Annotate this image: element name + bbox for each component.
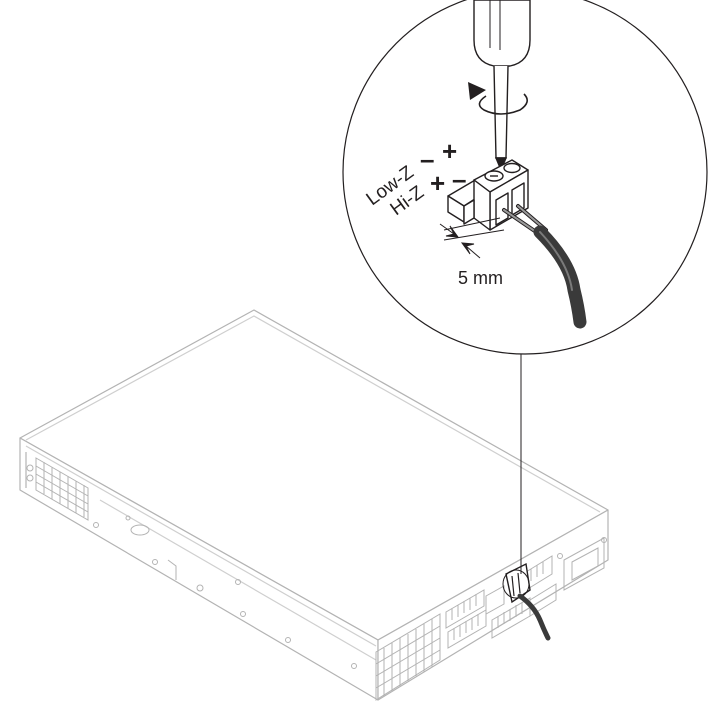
front-panel-details: [93, 515, 357, 669]
low-z-minus-sign: –: [420, 144, 434, 174]
strip-length-dimension: [439, 217, 505, 259]
low-z-plus-sign: +: [442, 136, 457, 166]
front-vent-right: [375, 613, 441, 701]
terminal-plug-detail: [447, 159, 529, 231]
rotation-arrow-icon: [468, 82, 528, 115]
speaker-cable: [533, 225, 587, 329]
strip-length-label: 5 mm: [458, 268, 503, 288]
hi-z-minus-sign: –: [452, 164, 466, 194]
plugged-connector: [502, 562, 551, 641]
front-vent-left: [26, 457, 89, 521]
hi-z-plus-sign: +: [430, 168, 445, 198]
screwdriver: [473, 0, 531, 172]
amplifier-chassis: [19, 309, 609, 701]
rear-panel-connectors: [445, 537, 607, 649]
